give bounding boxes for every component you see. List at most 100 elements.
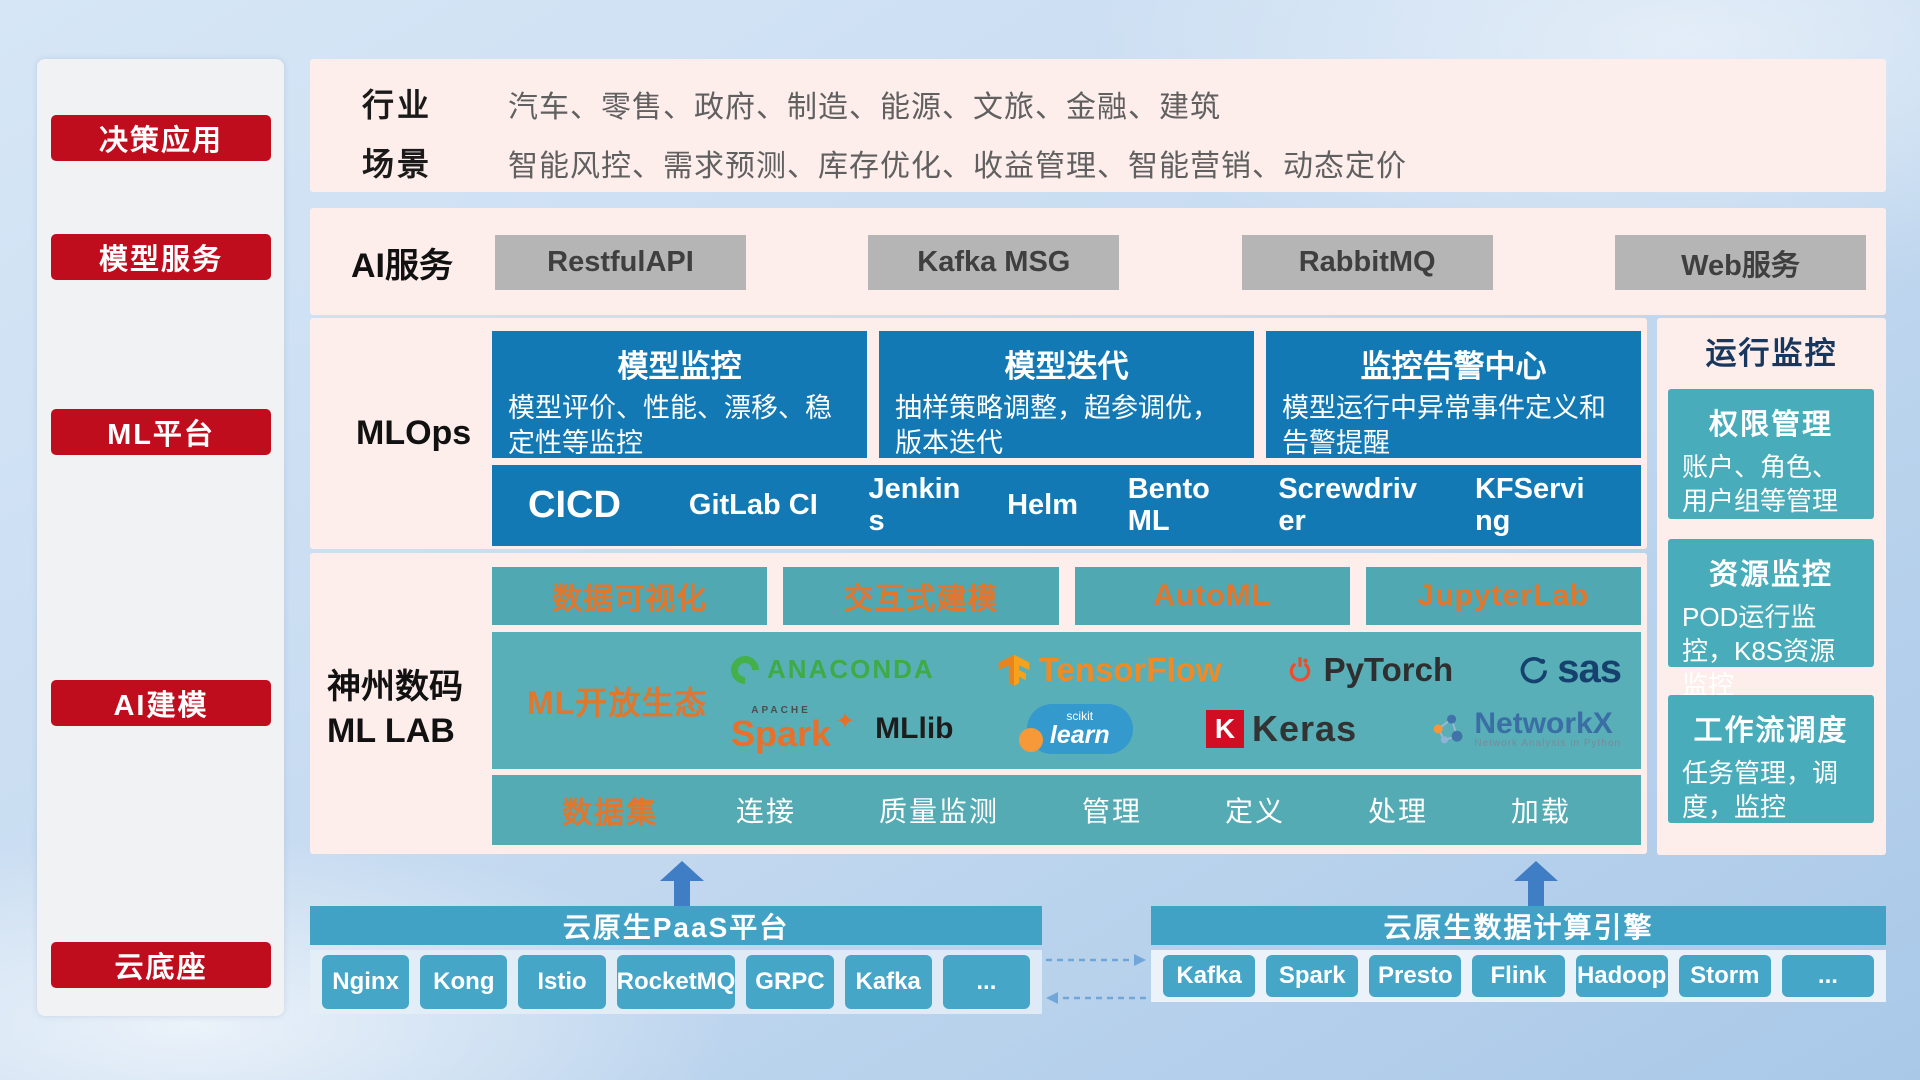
mlops-label: MLOps <box>356 414 472 452</box>
card-title: 模型迭代 <box>1004 349 1129 384</box>
mllab-label-line2: ML LAB <box>327 712 455 751</box>
dataset-bar: 数据集 连接 质量监测 管理 定义 处理 加载 <box>492 775 1641 845</box>
card-title: 工作流调度 <box>1693 715 1849 747</box>
anaconda-icon <box>725 650 765 690</box>
feature-jupyterlab: JupyterLab <box>1365 567 1641 625</box>
ml-ecosystem-box: ML开放生态 ANACONDA TensorFlow <box>492 632 1641 769</box>
tool-screwdriver: Screwdriver <box>1278 473 1417 537</box>
service-rabbitmq: RabbitMQ <box>1241 235 1493 290</box>
card-desc: 抽样策略调整，超参调优，版本迭代 <box>895 393 1219 458</box>
arrow-stem <box>1528 881 1544 906</box>
networkx-logo: NetworkX Network Analysis in Python <box>1430 708 1621 750</box>
feature-interactive-modeling: 交互式建模 <box>783 567 1059 625</box>
dataset-connect: 连接 <box>736 796 797 827</box>
industry-scene-panel: 行业 汽车、零售、政府、制造、能源、文旅、金融、建筑 场景 智能风控、需求预测、… <box>310 59 1886 192</box>
spark-mllib-logo: APACHE Spark ✦ MLlib <box>731 704 954 752</box>
ai-service-label: AI服务 <box>351 247 453 285</box>
scikit-learn-logo: scikit learn <box>1018 703 1133 754</box>
industry-list: 汽车、零售、政府、制造、能源、文旅、金融、建筑 <box>508 91 1221 124</box>
ecosystem-logos: ANACONDA TensorFlow <box>717 636 1635 765</box>
logo-row-1: ANACONDA TensorFlow <box>717 647 1635 692</box>
sidebar-item-decision-app: 决策应用 <box>51 115 271 161</box>
dataset-items: 连接 质量监测 管理 定义 处理 加载 <box>736 790 1571 830</box>
sas-logo: sas <box>1515 647 1622 692</box>
spark-star-icon: ✦ <box>835 708 856 736</box>
card-desc: 账户、角色、用户组等管理 <box>1682 452 1839 516</box>
anaconda-logo: ANACONDA <box>725 650 935 690</box>
mllab-label-line1: 神州数码 <box>327 668 463 706</box>
mllab-label: 神州数码 ML LAB <box>327 665 487 753</box>
engine-bar: 云原生数据计算引擎 <box>1151 906 1886 945</box>
dataset-manage: 管理 <box>1081 796 1142 827</box>
keras-label: Keras <box>1252 707 1358 749</box>
scene-list: 智能风控、需求预测、库存优化、收益管理、智能营销、动态定价 <box>508 150 1407 183</box>
engine-chip-presto: Presto <box>1369 955 1462 997</box>
card-title: 资源监控 <box>1708 559 1833 591</box>
card-resource-monitoring: 资源监控 POD运行监控，K8S资源监控 <box>1668 539 1874 700</box>
card-desc: 模型评价、性能、漂移、稳定性等监控 <box>508 393 832 458</box>
mlops-cards: 模型监控 模型评价、性能、漂移、稳定性等监控 模型迭代 抽样策略调整，超参调优，… <box>492 331 1641 458</box>
tensorflow-label: TensorFlow <box>1038 650 1222 688</box>
run-monitor-title: 运行监控 <box>1705 336 1838 371</box>
paas-chip-more: ... <box>942 955 1030 1009</box>
arrow-head <box>660 861 704 881</box>
paas-bar: 云原生PaaS平台 <box>310 906 1042 945</box>
cicd-tools: GitLab CI Jenkins Helm BentoML Screwdriv… <box>621 474 1641 537</box>
service-restfulapi: RestfulAPI <box>495 235 746 290</box>
tool-gitlab-ci: GitLab CI <box>688 488 818 521</box>
paas-chip-kong: Kong <box>420 955 508 1009</box>
mllab-feature-row: 数据可视化 交互式建模 AutoML JupyterLab <box>492 567 1641 625</box>
dataset-define: 定义 <box>1224 796 1285 827</box>
scene-label: 场景 <box>362 146 433 182</box>
mllib-label: MLlib <box>875 711 954 745</box>
tool-kfserving: KFServing <box>1474 473 1585 537</box>
scikit-label: scikit <box>1066 708 1094 723</box>
card-desc: 任务管理，调度，监控 <box>1682 758 1839 822</box>
sas-label: sas <box>1557 647 1622 692</box>
card-desc: POD运行监控，K8S资源监控 <box>1682 602 1836 700</box>
ecosystem-label: ML开放生态 <box>527 684 708 721</box>
keras-logo: K Keras <box>1206 708 1357 750</box>
engine-strip: Kafka Spark Presto Flink Hadoop Storm ..… <box>1151 950 1886 1002</box>
dataset-process: 处理 <box>1367 796 1428 827</box>
industry-label: 行业 <box>362 87 433 123</box>
ai-service-panel: AI服务 RestfulAPI Kafka MSG RabbitMQ Web服务 <box>310 208 1886 315</box>
scikit-learn-orange-dot <box>1018 727 1043 752</box>
scikit-learn-icon <box>1026 703 1133 754</box>
card-permission-management: 权限管理 账户、角色、用户组等管理 <box>1668 389 1874 519</box>
sas-icon <box>1520 656 1548 684</box>
card-alert-center: 监控告警中心 模型运行中异常事件定义和告警提醒 <box>1266 331 1641 458</box>
tensorflow-icon <box>998 654 1030 686</box>
sidebar-item-cloud-base: 云底座 <box>51 942 271 988</box>
engine-chip-spark: Spark <box>1266 955 1359 997</box>
learn-label: learn <box>1049 720 1110 749</box>
paas-chip-rocketmq: RocketMQ <box>616 955 736 1009</box>
logo-row-2: APACHE Spark ✦ MLlib scikit learn K <box>717 703 1635 754</box>
sidebar: 决策应用 模型服务 ML平台 AI建模 云底座 <box>37 59 284 1016</box>
sidebar-item-model-service: 模型服务 <box>51 234 271 280</box>
engine-chip-more: ... <box>1781 955 1874 997</box>
service-kafka-msg: Kafka MSG <box>868 235 1120 290</box>
cicd-label: CICD <box>528 484 621 526</box>
mlops-panel: MLOps 模型监控 模型评价、性能、漂移、稳定性等监控 模型迭代 抽样策略调整… <box>310 318 1647 549</box>
card-workflow-scheduling: 工作流调度 任务管理，调度，监控 <box>1668 695 1874 823</box>
up-arrow-left <box>660 861 704 906</box>
networkx-label: NetworkX <box>1474 706 1613 740</box>
sidebar-item-ml-platform: ML平台 <box>51 409 271 455</box>
mllab-panel: 神州数码 ML LAB 数据可视化 交互式建模 AutoML JupyterLa… <box>310 553 1647 854</box>
spark-wordmark: APACHE Spark <box>731 704 831 752</box>
dataset-load: 加载 <box>1510 796 1571 827</box>
card-title: 模型监控 <box>617 349 742 384</box>
networkx-subtitle: Network Analysis in Python <box>1474 738 1621 750</box>
paas-chip-nginx: Nginx <box>322 955 410 1009</box>
dashed-exchange-arrows <box>1046 954 1146 1004</box>
pytorch-icon <box>1289 657 1310 682</box>
engine-chip-storm: Storm <box>1678 955 1771 997</box>
engine-chip-flink: Flink <box>1472 955 1565 997</box>
tensorflow-logo: TensorFlow <box>997 650 1222 689</box>
arrow-head <box>1514 861 1558 881</box>
tool-jenkins: Jenkins <box>868 473 961 537</box>
apache-label: APACHE <box>751 704 811 716</box>
ai-service-row: RestfulAPI Kafka MSG RabbitMQ Web服务 <box>495 235 1866 290</box>
